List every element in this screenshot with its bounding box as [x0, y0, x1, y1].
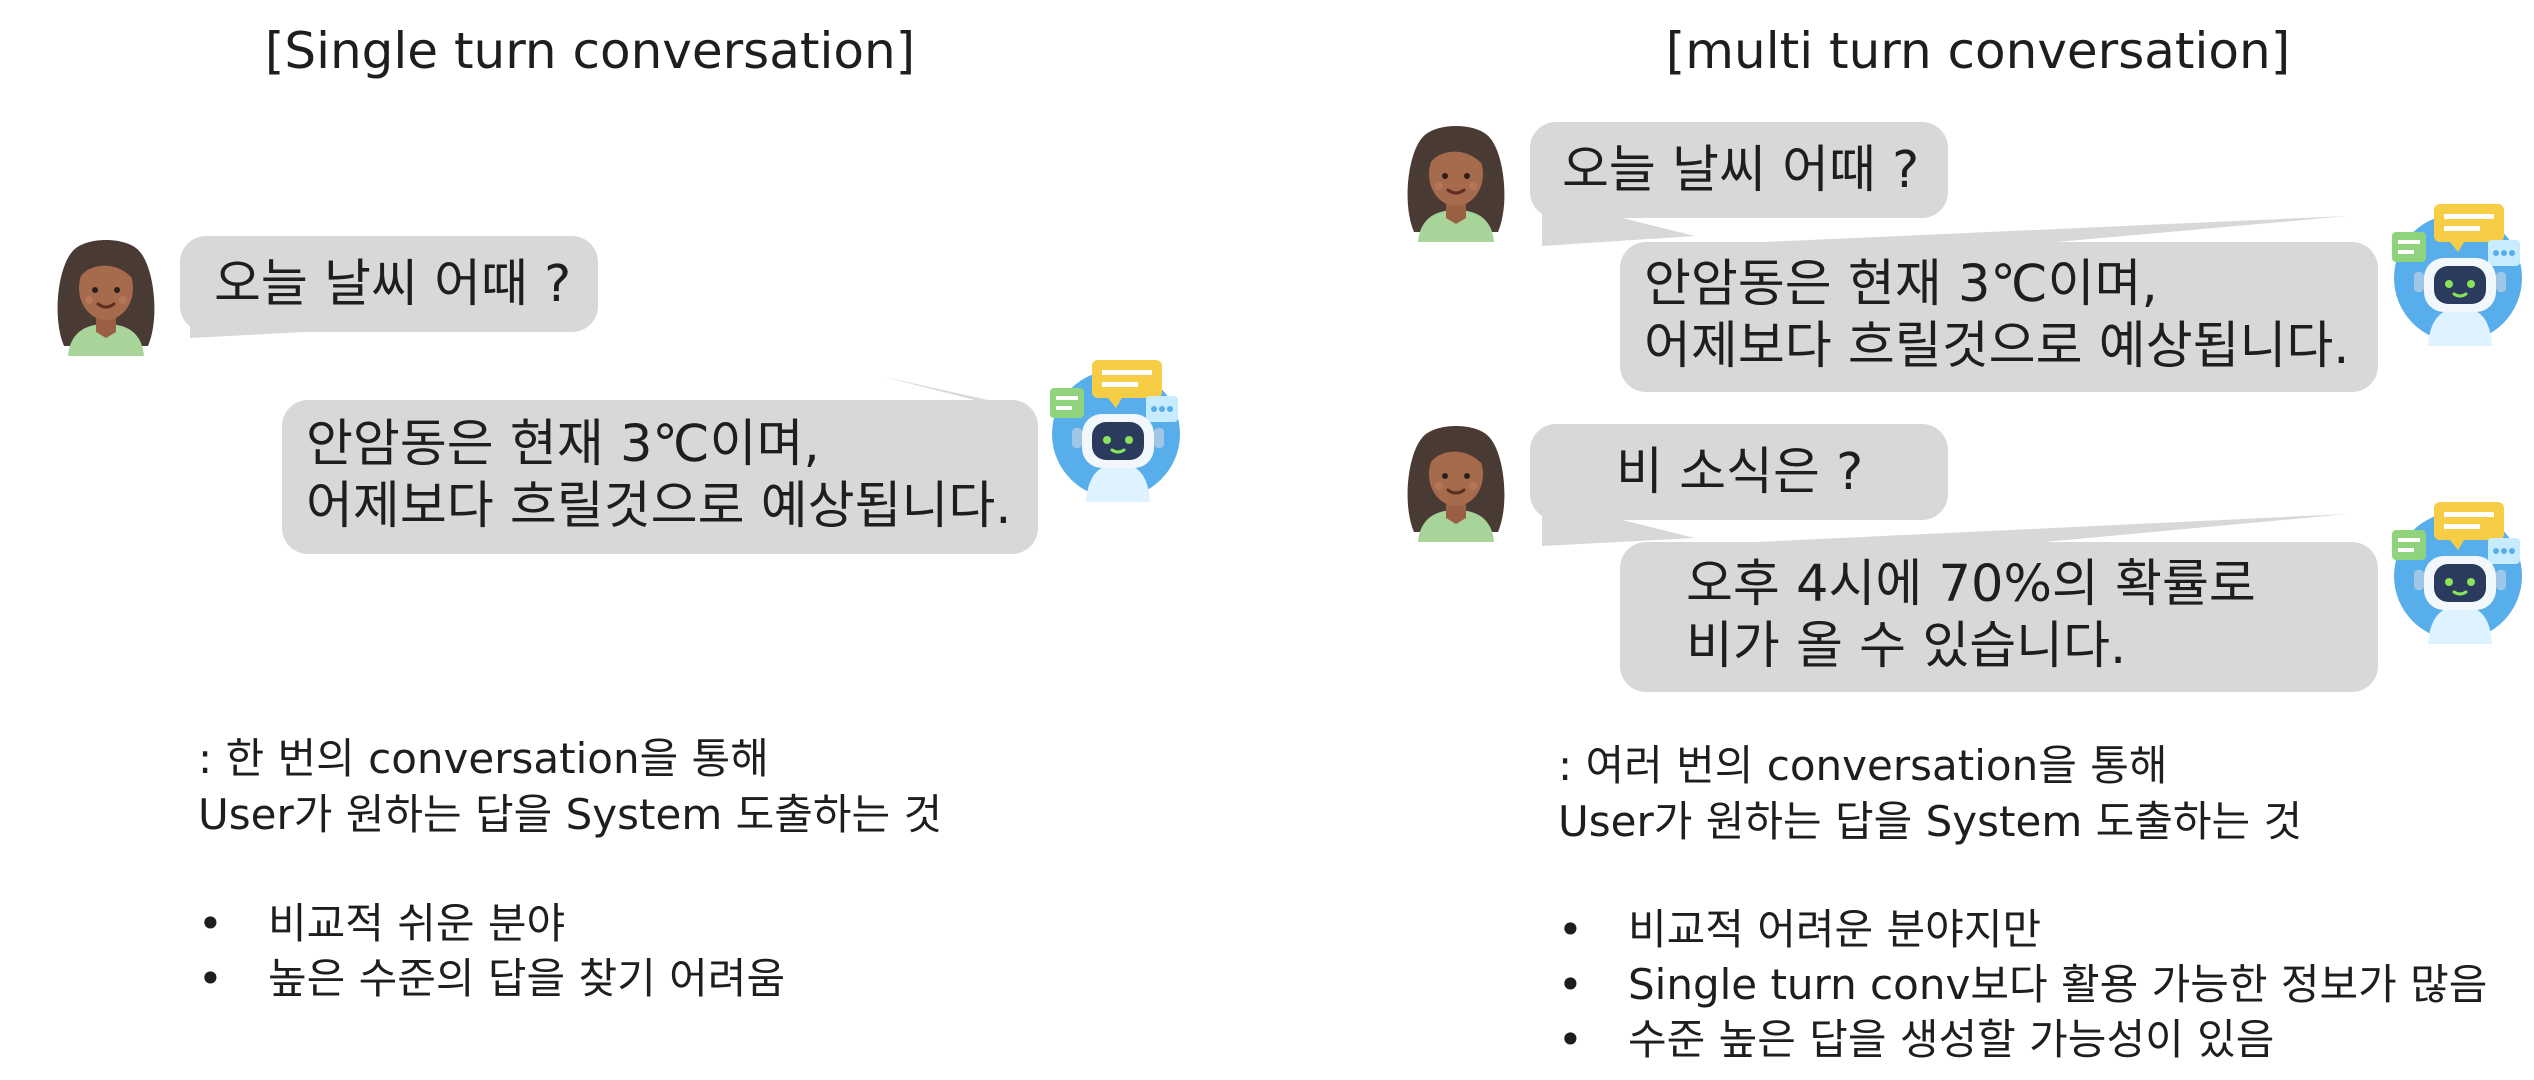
bullet-item: Single turn conv보다 활용 가능한 정보가 많음 [1558, 957, 2487, 1012]
bullet-item: 비교적 쉬운 분야 [198, 896, 785, 951]
user-message-bubble-2: 비 소식은 ? [1530, 424, 1948, 520]
user-message-bubble-1: 오늘 날씨 어때 ? [1530, 122, 1948, 218]
user-message-bubble: 오늘 날씨 어때 ? [180, 236, 598, 332]
bullet-item: 높은 수준의 답을 찾기 어려움 [198, 951, 785, 1006]
description-line-2: User가 원하는 답을 System 도출하는 것 [1558, 797, 2303, 846]
bot-reply-line-2: 어제보다 흐릴것으로 예상됩니다. [306, 477, 1012, 536]
bot-reply-line-1: 안암동은 현재 3℃이며, [1644, 255, 2158, 314]
user-message-text: 오늘 날씨 어때 ? [214, 255, 572, 314]
single-turn-title: [Single turn conversation] [264, 22, 916, 80]
user-message-text: 오늘 날씨 어때 ? [1562, 141, 1920, 200]
bot-reply-bubble-2: 오후 4시에 70%의 확률로 비가 올 수 있습니다. [1620, 542, 2378, 692]
chatbot-robot-icon [1042, 352, 1182, 502]
bullet-item: 수준 높은 답을 생성할 가능성이 있음 [1558, 1012, 2487, 1067]
bot-reply-line-2: 비가 올 수 있습니다. [1686, 617, 2127, 676]
multi-turn-description: : 여러 번의 conversation을 통해 User가 원하는 답을 Sy… [1558, 738, 2302, 850]
single-turn-bullets: 비교적 쉬운 분야 높은 수준의 답을 찾기 어려움 [198, 896, 785, 1006]
multi-turn-bullets: 비교적 어려운 분야지만 Single turn conv보다 활용 가능한 정… [1558, 902, 2487, 1067]
woman-avatar-icon [1392, 114, 1520, 242]
description-line-1: : 한 번의 conversation을 통해 [198, 734, 769, 783]
bot-reply-bubble-1: 안암동은 현재 3℃이며, 어제보다 흐릴것으로 예상됩니다. [1620, 242, 2378, 392]
chatbot-robot-icon [2384, 494, 2524, 644]
bot-reply-line-2: 어제보다 흐릴것으로 예상됩니다. [1644, 317, 2350, 376]
bot-reply-bubble: 안암동은 현재 3℃이며, 어제보다 흐릴것으로 예상됩니다. [282, 400, 1038, 554]
chatbot-robot-icon [2384, 196, 2524, 346]
single-turn-description: : 한 번의 conversation을 통해 User가 원하는 답을 Sys… [198, 731, 942, 843]
multi-turn-title: [multi turn conversation] [1665, 22, 2291, 80]
bot-reply-line-1: 오후 4시에 70%의 확률로 [1686, 555, 2256, 614]
description-line-2: User가 원하는 답을 System 도출하는 것 [198, 790, 943, 839]
user-message-text: 비 소식은 ? [1616, 443, 1864, 502]
woman-avatar-icon [1392, 414, 1520, 542]
bullet-item: 비교적 어려운 분야지만 [1558, 902, 2487, 957]
woman-avatar-icon [42, 228, 170, 356]
description-line-1: : 여러 번의 conversation을 통해 [1558, 741, 2168, 790]
bot-reply-line-1: 안암동은 현재 3℃이며, [306, 415, 820, 474]
